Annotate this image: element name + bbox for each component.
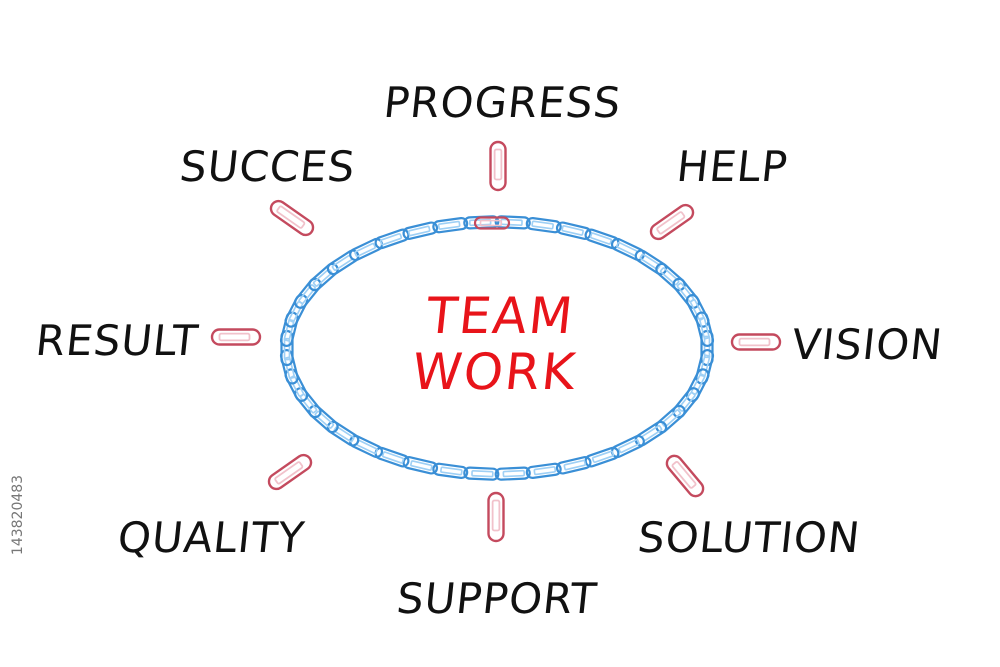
label-solution: SOLUTION <box>636 517 863 559</box>
center-title-line-2: WORK <box>399 344 590 400</box>
label-progress: PROGRESS <box>382 82 624 124</box>
label-succes: SUCCES <box>178 146 358 188</box>
paperclip-result-icon <box>212 330 260 345</box>
label-support: SUPPORT <box>395 578 599 620</box>
paperclip-solution-icon <box>664 453 706 499</box>
paperclip-quality-icon <box>266 452 314 492</box>
label-vision: VISION <box>790 324 945 366</box>
paperclip-support-icon <box>489 493 504 541</box>
paperclip-vision-icon <box>732 335 780 350</box>
label-quality: QUALITY <box>116 517 307 559</box>
label-help: HELP <box>675 146 790 188</box>
center-title-line-1: TEAM <box>405 288 596 344</box>
stock-image-id: 143820483 <box>3 430 33 600</box>
paperclip-help-icon <box>648 202 696 242</box>
paperclip-progress-icon <box>491 142 506 190</box>
center-title: TEAM WORK <box>399 288 596 400</box>
paperclip-succes-icon <box>268 198 316 238</box>
label-result: RESULT <box>34 320 201 362</box>
stock-image-id-text: 143820483 <box>10 475 26 555</box>
